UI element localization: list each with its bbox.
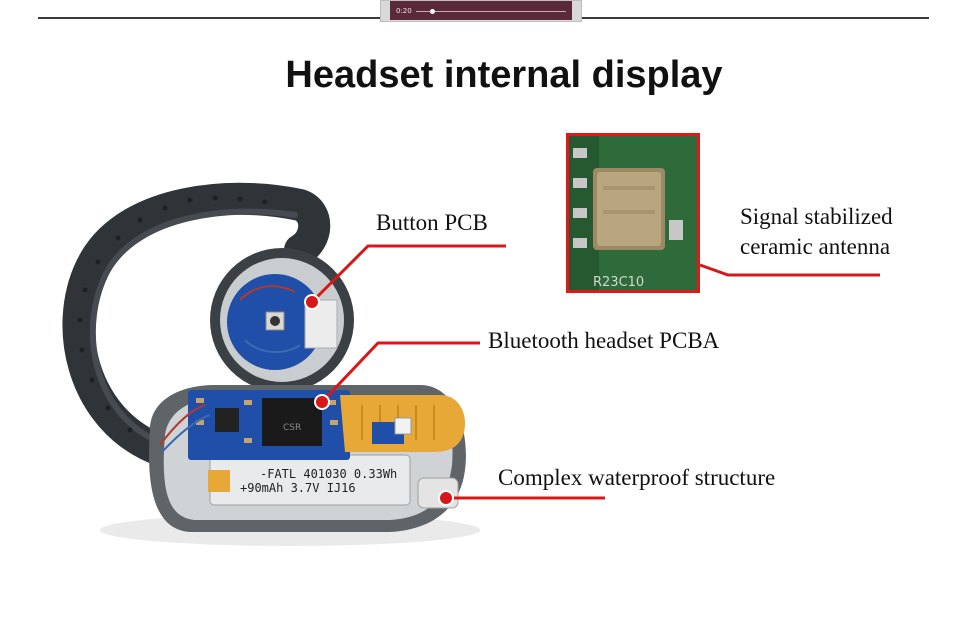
antenna-inset: R23C10	[566, 133, 700, 293]
phone-preview: 0:20	[380, 0, 582, 22]
callout-lines	[310, 244, 880, 500]
label-bt-pcba: Bluetooth headset PCBA	[488, 328, 720, 353]
top-divider-right	[582, 17, 929, 19]
callout-antenna	[699, 263, 880, 277]
top-divider-left	[38, 17, 380, 19]
phone-time: 0:20	[396, 7, 412, 15]
callout-button-pcb	[310, 244, 506, 304]
bt-small-chip	[215, 408, 239, 432]
inset-marking: R23C10	[593, 275, 644, 290]
button-wires	[239, 285, 296, 301]
bt-pcba-components	[196, 398, 338, 443]
chip-label: CSR	[283, 423, 301, 433]
ear-hook-vents	[77, 195, 268, 433]
phone-progress-bar	[416, 11, 566, 12]
battery-label-line2: +90mAh 3.7V IJ16	[240, 481, 356, 495]
page-title: Headset internal display	[285, 54, 723, 96]
antenna-inset-photo: R23C10	[569, 136, 697, 290]
label-antenna-line1: Signal stabilized	[740, 204, 893, 229]
callout-dots	[304, 294, 454, 506]
ear-hook	[62, 182, 331, 466]
label-button-pcb: Button PCB	[376, 210, 488, 235]
bt-main-chip	[262, 398, 322, 446]
bt-wires	[159, 404, 206, 446]
phone-screen: 0:20	[390, 1, 572, 20]
label-antenna-line2: ceramic antenna	[740, 234, 891, 259]
battery-tab	[208, 470, 230, 492]
callout-bt-pcba	[320, 341, 480, 404]
ear-hook-highlight	[89, 208, 298, 443]
battery-label-line1: -FATL 401030 0.33Wh	[260, 467, 397, 481]
label-waterproof: Complex waterproof structure	[498, 465, 776, 490]
phone-progress-knob	[430, 9, 435, 14]
button-switch-cap	[270, 316, 280, 326]
